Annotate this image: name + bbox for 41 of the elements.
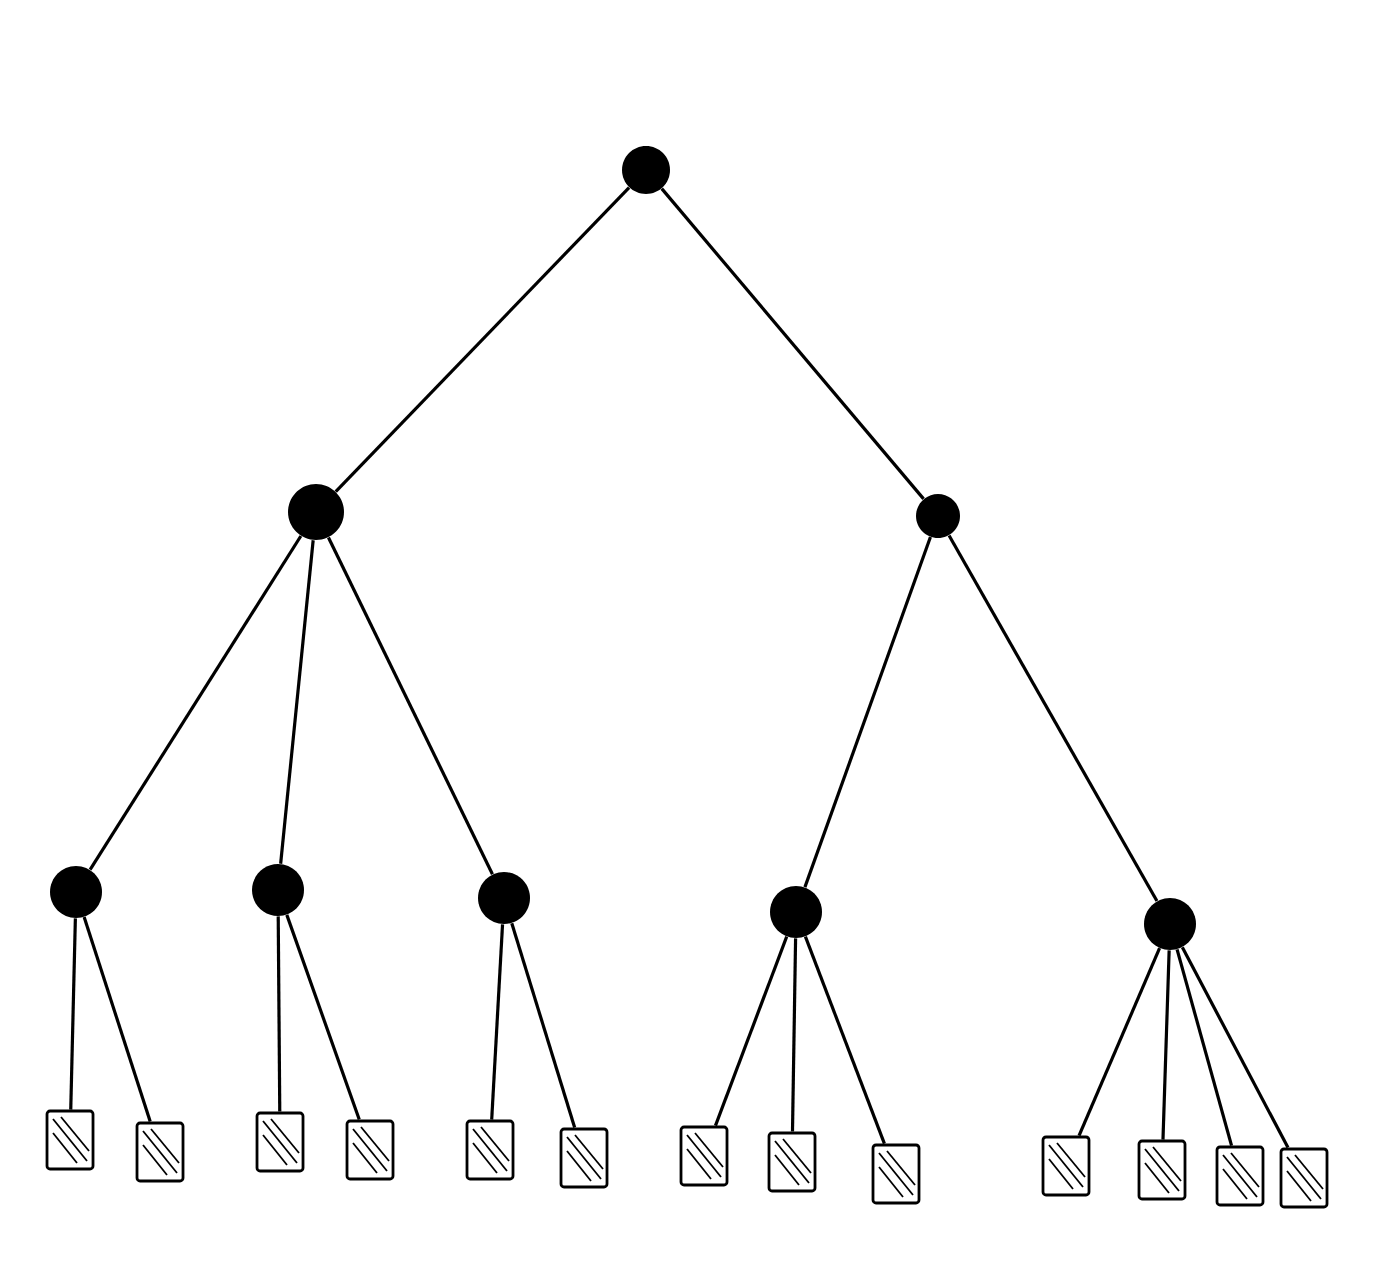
tree-node-dot bbox=[50, 866, 102, 918]
leaf-square bbox=[465, 1119, 515, 1181]
leaf-square bbox=[1279, 1147, 1329, 1209]
branch-line bbox=[660, 187, 925, 500]
branch-line bbox=[279, 540, 315, 864]
branch-line bbox=[285, 914, 361, 1121]
branch-line bbox=[490, 924, 505, 1120]
tree-node-dot bbox=[288, 484, 344, 540]
leaf-square bbox=[871, 1143, 921, 1205]
branch-line bbox=[1161, 950, 1171, 1140]
tree-node-dot bbox=[622, 146, 670, 194]
branch-line bbox=[947, 534, 1159, 902]
leaf-square bbox=[559, 1127, 609, 1189]
leaf-square bbox=[135, 1121, 185, 1183]
branch-line bbox=[713, 936, 789, 1127]
branch-line bbox=[510, 922, 577, 1129]
leaf-square bbox=[767, 1131, 817, 1193]
leaf-square bbox=[255, 1111, 305, 1173]
branch-line bbox=[1077, 947, 1162, 1137]
branch-line bbox=[334, 186, 631, 493]
leaf-square bbox=[679, 1125, 729, 1187]
branch-line bbox=[88, 535, 303, 871]
branch-line bbox=[1180, 946, 1290, 1149]
leaf-square bbox=[345, 1119, 395, 1181]
branch-line bbox=[276, 916, 282, 1112]
leaf-square bbox=[1041, 1135, 1091, 1197]
branch-line bbox=[1175, 949, 1234, 1147]
tree-node-dot bbox=[916, 494, 960, 538]
branch-line bbox=[790, 938, 798, 1132]
tree-node-dot bbox=[1144, 898, 1196, 950]
tree-node-dot bbox=[478, 872, 530, 924]
branch-line bbox=[803, 936, 886, 1145]
tree-node-dot bbox=[252, 864, 304, 916]
tree-node-dot bbox=[770, 886, 822, 938]
branch-line bbox=[82, 916, 152, 1123]
leaf-square bbox=[1215, 1145, 1265, 1207]
branch-line bbox=[803, 536, 932, 888]
branch-line bbox=[327, 536, 494, 875]
leaf-square bbox=[1137, 1139, 1187, 1201]
branch-line bbox=[69, 918, 77, 1110]
leaf-square bbox=[45, 1109, 95, 1171]
